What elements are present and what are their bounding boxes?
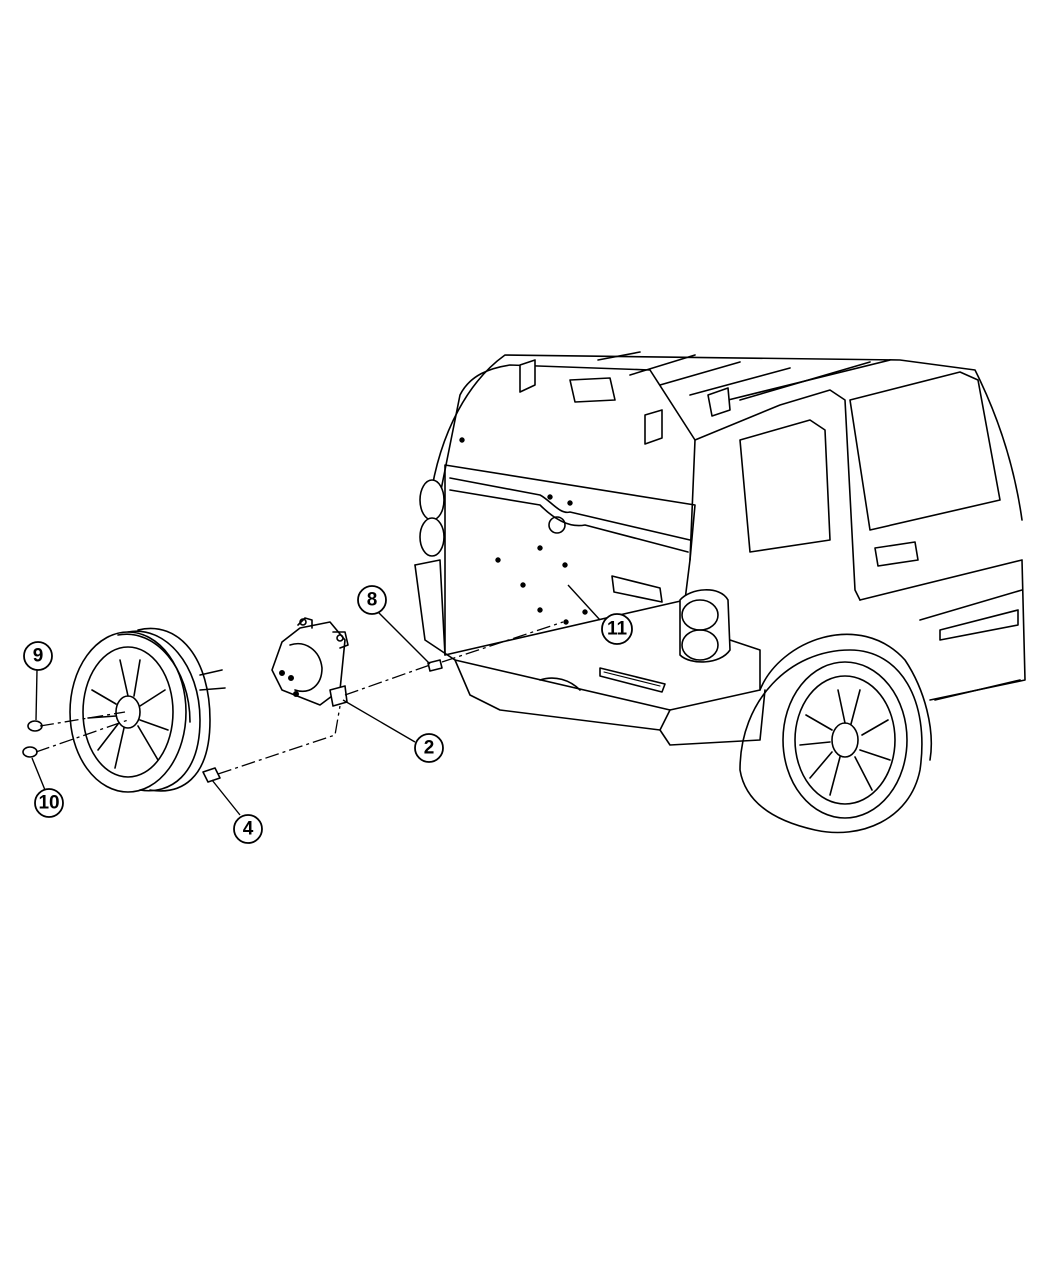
callout-label: 11 [607,619,628,640]
callout-8: 8 [357,585,387,615]
callout-label: 10 [38,793,59,814]
leader-lines [31,584,601,816]
callout-label: 9 [33,646,44,667]
callout-11: 11 [601,613,633,645]
vehicle-illustration [414,351,1026,834]
callout-label: 2 [424,738,435,759]
callout-2: 2 [414,733,444,763]
callout-4: 4 [233,814,263,844]
spare-tire-illustration [22,627,226,793]
assembly-lines [35,621,564,775]
callout-9: 9 [23,641,53,671]
callout-label: 4 [243,819,254,840]
carrier-bracket-illustration [202,617,443,783]
callout-10: 10 [34,788,64,818]
callout-label: 8 [367,590,378,611]
